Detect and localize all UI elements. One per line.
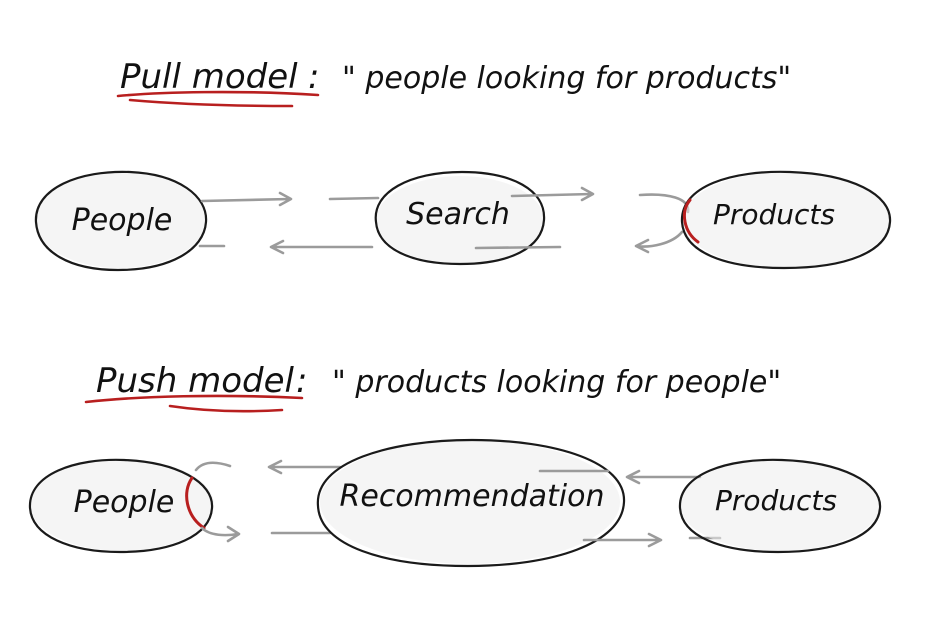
push-node-people-label: People	[74, 485, 175, 520]
pull-arrow-search-to-products-curve	[638, 193, 690, 214]
push-model-title: Push model	[96, 361, 295, 401]
push-node-products-label: Products	[715, 484, 837, 517]
pull-model-section: Pull model : " people looking for produc…	[34, 57, 892, 272]
pull-node-search: Search	[374, 170, 546, 266]
pull-node-people-label: People	[72, 203, 173, 238]
push-arrow-products-to-recommendation	[625, 469, 702, 485]
pull-arrow-products-to-search-line	[474, 245, 562, 250]
pull-model-title: Pull model	[120, 57, 298, 97]
push-model-colon: :	[296, 361, 307, 401]
pull-node-products: Products	[680, 170, 892, 270]
push-model-quote: " products looking for people"	[332, 365, 781, 400]
pull-title-underline-swoosh	[128, 98, 294, 108]
pull-arrow-search-to-people	[269, 239, 374, 255]
push-arrow-people-out	[200, 525, 241, 543]
pull-model-quote: " people looking for products"	[342, 61, 791, 96]
push-title-underline-swoosh	[168, 404, 284, 413]
push-node-people: People	[28, 458, 214, 554]
push-arrow-recommendation-to-people	[267, 459, 342, 475]
pull-model-colon: :	[308, 57, 319, 97]
push-arrow-people-loop	[194, 461, 232, 472]
pull-arrow-products-to-search	[634, 230, 684, 254]
pull-arrow-search-to-products	[510, 186, 595, 202]
pull-node-products-label: Products	[713, 198, 835, 231]
pull-arrow-people-to-search-cont	[328, 196, 380, 201]
pull-products-red-mark	[682, 198, 700, 244]
push-people-red-mark	[185, 476, 206, 530]
pull-node-search-label: Search	[406, 197, 510, 232]
pull-node-people: People	[34, 170, 208, 272]
push-node-recommendation-label: Recommendation	[340, 479, 605, 514]
push-node-products: Products	[678, 458, 882, 554]
pull-title-underline	[116, 90, 320, 98]
push-arrow-recommendation-to-products	[582, 532, 663, 548]
push-model-section: Push model : " products looking for peop…	[28, 361, 882, 568]
push-title-underline	[84, 394, 304, 404]
pull-arrow-people-to-search	[200, 191, 293, 207]
push-node-recommendation: Recommendation	[316, 438, 626, 568]
